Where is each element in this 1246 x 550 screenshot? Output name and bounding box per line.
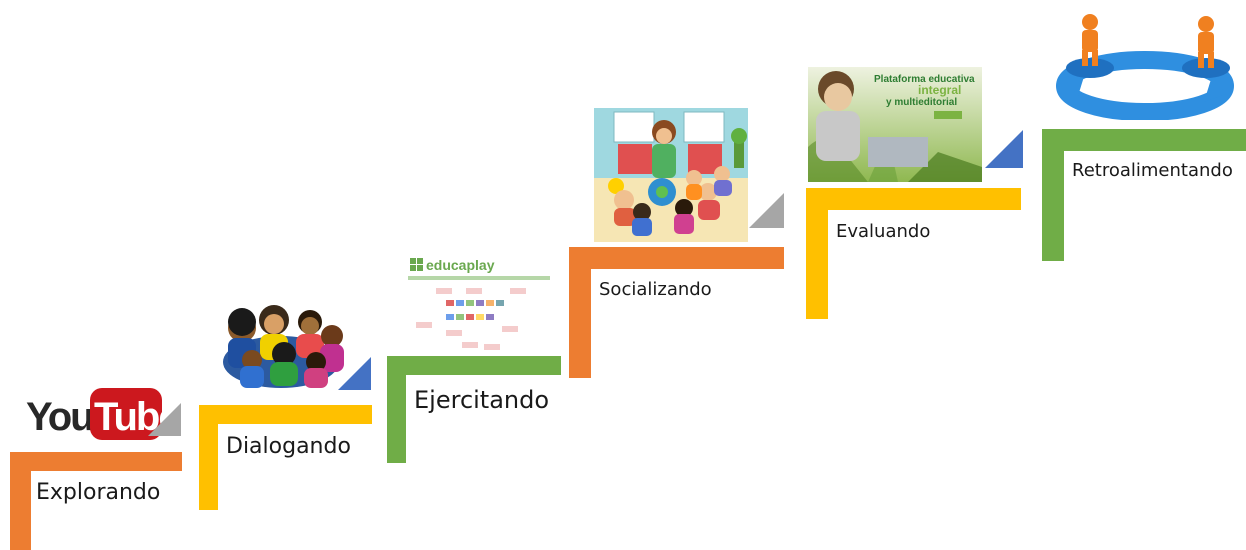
youtube-logo: You Tube [22,384,164,442]
step-bar-horizontal [199,405,372,424]
classroom-illustration [594,108,748,242]
educaplay-screenshot: educaplay [406,252,552,352]
platform-title-line2: integral [918,83,961,97]
step-bar-horizontal [569,247,784,269]
youtube-logo-you-text: You [26,395,93,439]
step-bar-horizontal [387,356,561,375]
step-bar-horizontal [1042,129,1246,151]
triangle-marker-blue [338,357,371,390]
triangle-marker-gray [148,403,181,436]
step-bar-vertical [1042,129,1064,261]
platform-title-line1: Plataforma educativa [874,74,975,85]
step-bar-vertical [569,247,591,378]
step-label: Explorando [36,480,161,505]
step-bar-horizontal [10,452,182,471]
step-label: Evaluando [836,221,931,242]
youtube-logo-badge [90,388,162,440]
step-bar-vertical [387,356,406,463]
step-bar-vertical [199,405,218,510]
step-bar-vertical [10,452,31,550]
triangle-marker-blue [985,130,1023,168]
step-label: Socializando [599,279,712,300]
step-bar-horizontal [806,188,1021,210]
platform-title-line3: y multieditorial [886,97,957,108]
step-label: Retroalimentando [1072,160,1233,181]
feedback-cycle-illustration [1056,8,1234,120]
step-label: Ejercitando [414,386,550,414]
triangle-marker-gray [749,193,784,228]
children-group-illustration [214,300,348,392]
educational-platform-image: Plataforma educativa integral y multiedi… [808,67,982,182]
educaplay-logo-text: educaplay [426,257,495,273]
step-label: Dialogando [226,434,351,459]
step-bar-vertical [806,188,828,319]
